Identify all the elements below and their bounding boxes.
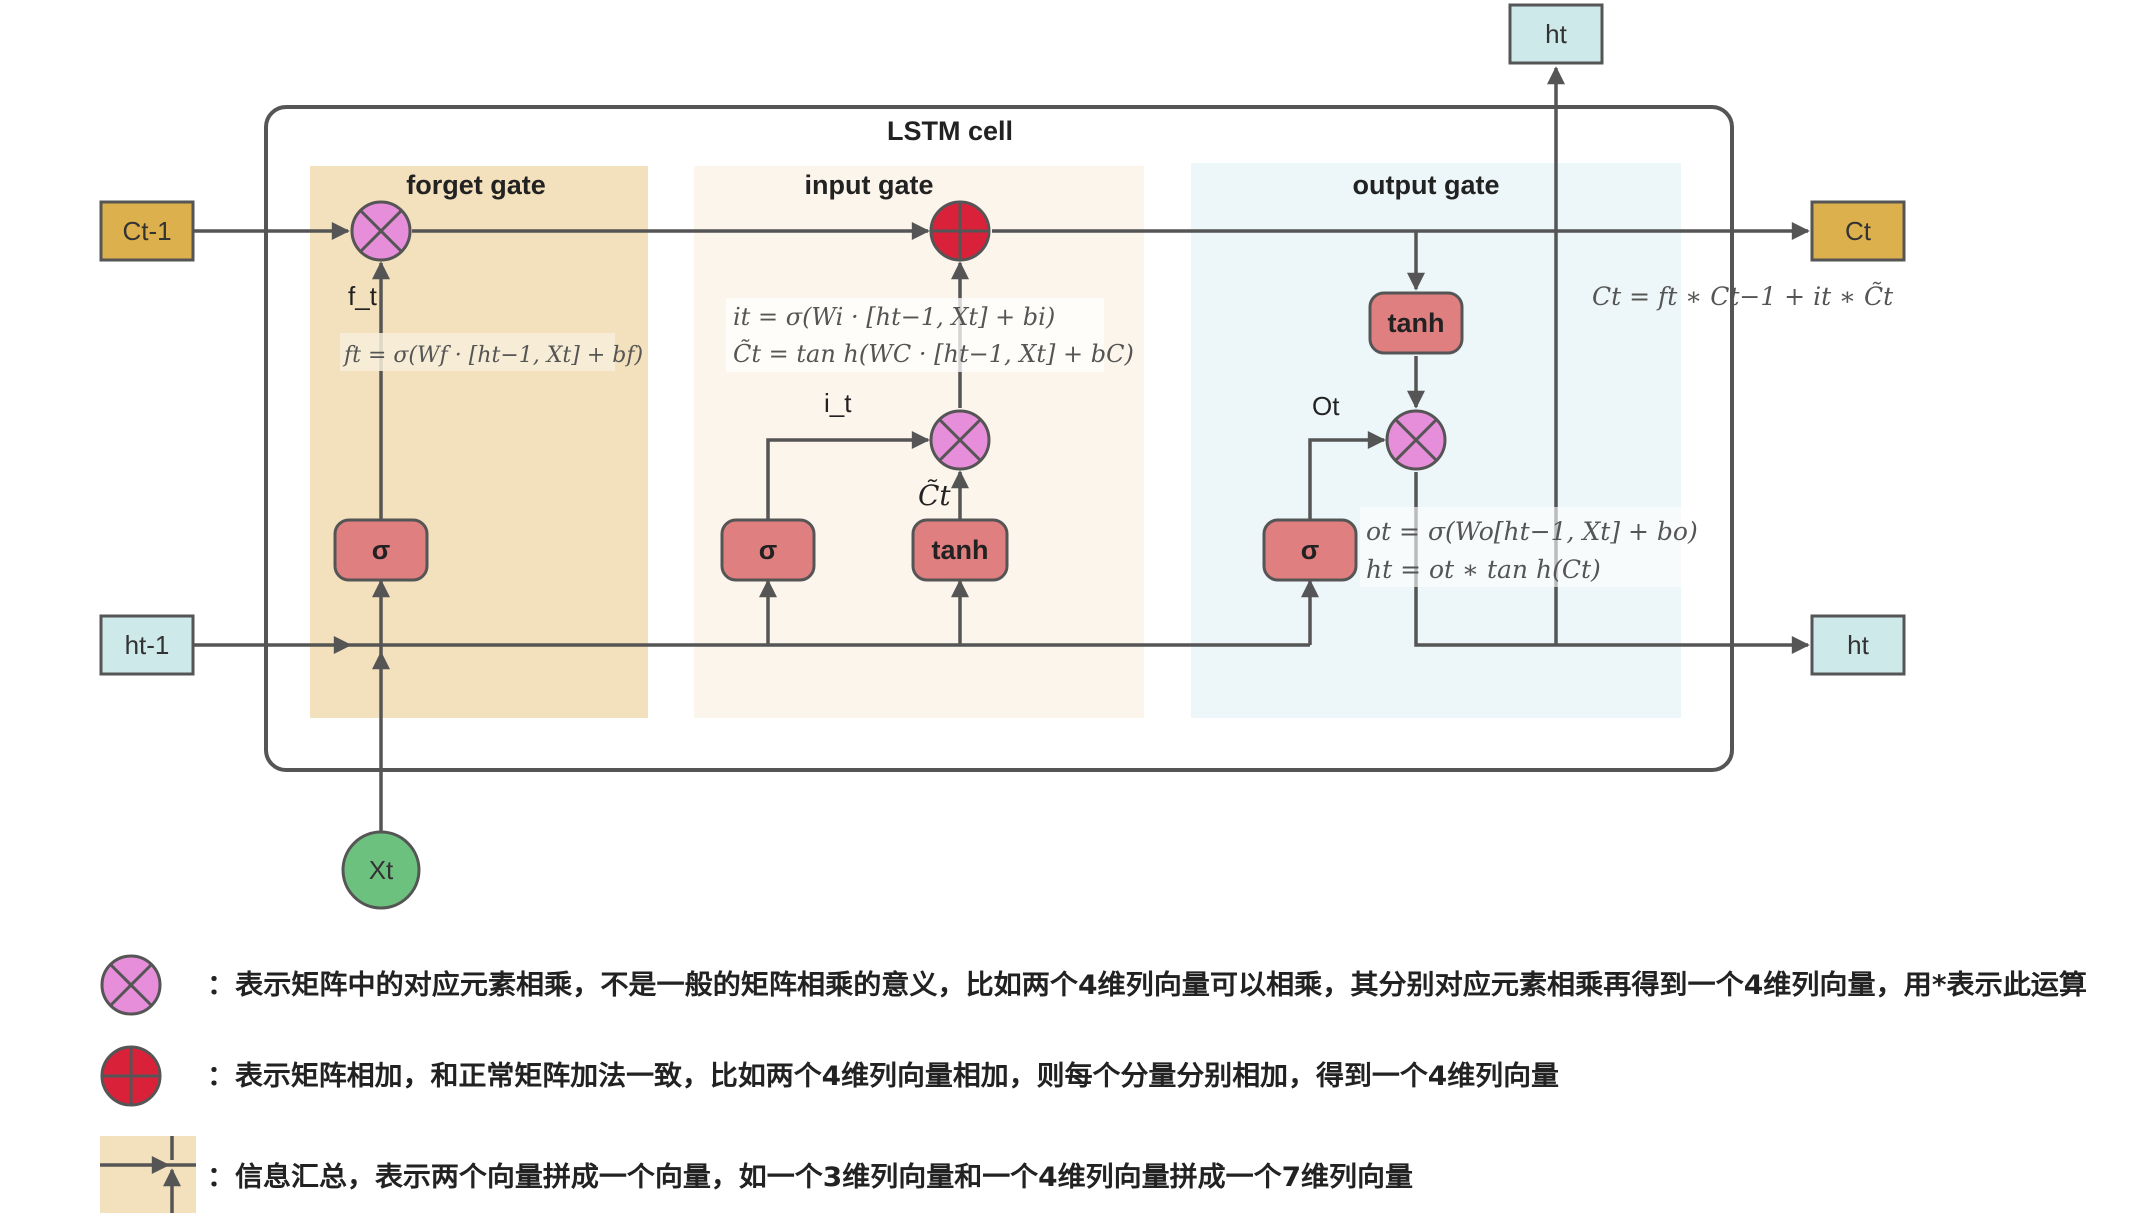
forget-sigma-box: σ [333,518,429,582]
input-tanh-label: tanh [932,535,989,565]
input-sigma-box: σ [720,518,816,582]
input-c-formula: C̃t = tan h(WC · [ht−1, Xt] + bC) [733,340,1134,368]
forget-multiply-icon [350,200,412,262]
input-gate-region [694,166,1144,718]
c-out-box: Ct [1810,200,1906,262]
output-formula-bg [1360,507,1682,587]
legend-add-text: ：表示矩阵相加，和正常矩阵加法一致，比如两个4维列向量相加，则每个分量分别相加，… [207,1060,1559,1092]
forget-gate-region [310,166,648,718]
h-top-label: ht [1545,19,1567,49]
legend-multiply-icon [100,954,162,1016]
forget-sigma-label: σ [372,535,390,565]
input-sigma-label: σ [759,535,777,565]
h-out-box: ht [1810,614,1906,676]
c-prev-box: Ct-1 [99,200,195,262]
i-t-label: i_t [824,388,852,418]
legend-multiply-text: ：表示矩阵中的对应元素相乘，不是一般的矩阵相乘的意义，比如两个4维列向量可以相乘… [207,969,2087,1001]
forget-formula: ft = σ(Wf · [ht−1, Xt] + bf) [342,343,643,368]
input-gate-title: input gate [805,170,934,200]
h-prev-label: ht-1 [125,630,170,660]
f-t-label: f_t [348,281,378,311]
forget-gate-title: forget gate [406,170,546,200]
c-out-label: Ct [1845,216,1872,246]
o-t-label: Ot [1312,391,1340,421]
output-tanh-label: tanh [1388,308,1445,338]
input-formula-bg [726,298,1104,372]
cell-add-icon [929,200,991,262]
output-tanh-box: tanh [1368,291,1464,355]
x-input-label: Xt [369,855,394,885]
legend: ：表示矩阵中的对应元素相乘，不是一般的矩阵相乘的意义，比如两个4维列向量可以相乘… [100,954,2087,1213]
legend-add-icon [100,1045,162,1107]
h-top-box: ht [1508,3,1604,65]
h-prev-box: ht-1 [99,614,195,676]
output-multiply-icon [1385,409,1447,471]
output-sigma-label: σ [1301,535,1319,565]
legend-concat-icon [100,1136,196,1213]
x-input-circle: Xt [341,830,421,910]
output-h-formula: ht = ot ∗ tan h(Ct) [1366,555,1601,584]
input-tanh-box: tanh [911,518,1009,582]
c-tilde-label: C̃t [918,479,951,512]
output-sigma-box: σ [1262,518,1358,582]
h-out-label: ht [1847,630,1869,660]
output-gate-title: output gate [1353,170,1500,200]
legend-concat-text: ：信息汇总，表示两个向量拼成一个向量，如一个3维列向量和一个4维列向量拼成一个7… [207,1161,1413,1193]
lstm-cell-title: LSTM cell [887,116,1013,146]
forget-formula-bg [340,333,615,371]
c-prev-label: Ct-1 [122,216,171,246]
lstm-cell-border [264,105,1734,772]
cell-formula: Ct = ft ∗ Ct−1 + it ∗ C̃t [1592,282,1894,311]
input-i-formula: it = σ(Wi · [ht−1, Xt] + bi) [733,303,1055,331]
output-o-formula: ot = σ(Wo[ht−1, Xt] + bo) [1366,517,1698,546]
input-multiply-icon [929,409,991,471]
